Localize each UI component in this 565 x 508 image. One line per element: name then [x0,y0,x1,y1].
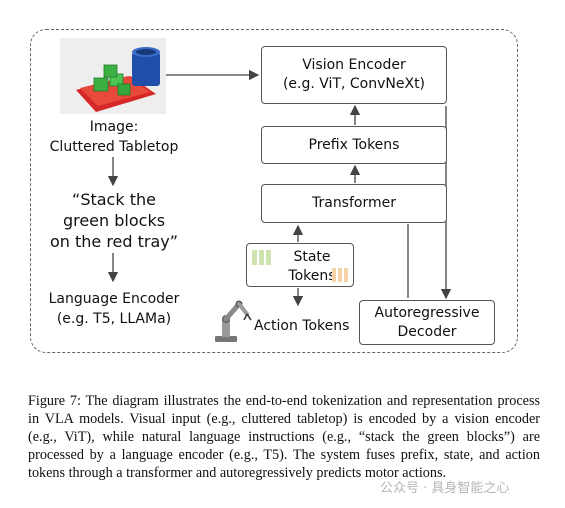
state-tokens-label: State Tokens [288,249,336,284]
image-label: Image: Cluttered Tabletop [49,119,179,155]
instruction-text: “Stack the green blocks on the red tray” [49,190,179,251]
language-encoder-label: Language Encoder (e.g. T5, LLAMa) [48,291,180,327]
tabletop-image [60,38,166,114]
vision-encoder-box: Vision Encoder (e.g. ViT, ConvNeXt) [261,46,447,104]
state-token-glyphs-orange [332,268,348,282]
watermark-text: 公众号 · 具身智能之心 [380,481,510,496]
figure-caption: Figure 7: The diagram illustrates the en… [28,393,540,481]
action-tokens-label: Action Tokens [254,318,350,334]
state-token-glyphs-green [252,250,271,265]
state-tokens-box: State Tokens [246,243,354,287]
autoregressive-decoder-box: Autoregressive Decoder [359,300,495,345]
prefix-tokens-box: Prefix Tokens [261,126,447,164]
robot-arm-icon [215,300,252,342]
diagram-frame [30,29,518,353]
transformer-box: Transformer [261,184,447,223]
